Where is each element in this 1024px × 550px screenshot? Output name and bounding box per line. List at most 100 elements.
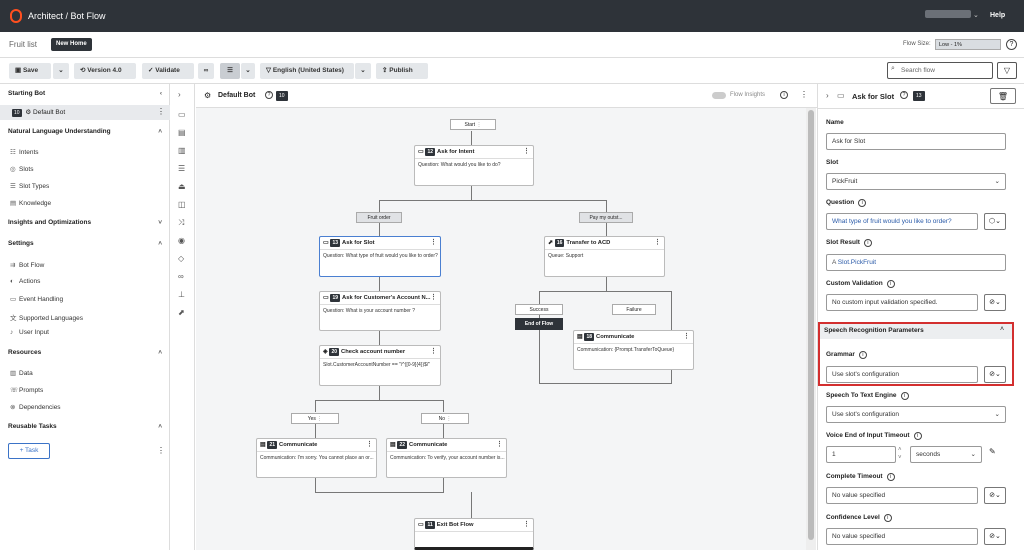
info-icon[interactable]: i [900, 392, 909, 400]
event-icon[interactable]: ⏏ [178, 182, 186, 191]
more-options-icon[interactable]: ⋮ [800, 90, 808, 99]
binoculars-icon[interactable]: ◫ [178, 200, 186, 209]
filter-icon[interactable]: ▽ [997, 62, 1017, 79]
collapse-left-icon[interactable]: ‹ [159, 90, 162, 97]
success-path[interactable]: Success [515, 304, 563, 315]
shuffle-icon[interactable]: ⤨ [178, 218, 185, 227]
sidebar-item-event-handling[interactable]: ▭Event Handling [10, 296, 64, 303]
flow-insights-toggle[interactable] [712, 92, 726, 99]
sidebar-item-data[interactable]: ▥Data [10, 370, 33, 377]
speech-params-header[interactable] [818, 322, 1014, 339]
cube-menu-icon[interactable]: ⬡⌄ [984, 213, 1006, 230]
info-icon[interactable]: i [886, 473, 895, 481]
decision-icon[interactable]: ◇ [178, 254, 185, 263]
more-options-icon[interactable]: ⋮ [157, 107, 165, 116]
confidence-field[interactable]: No value specified [826, 528, 978, 545]
language-button[interactable]: ▽ English (United States) [260, 63, 354, 79]
sidebar-item-actions[interactable]: ◐Actions [10, 278, 41, 285]
search-input[interactable]: Search flow [887, 62, 993, 79]
more-options-icon[interactable]: ⋮ [430, 294, 437, 301]
link-icon[interactable]: ∞ [198, 63, 214, 79]
question-field[interactable]: What type of fruit would you like to ord… [826, 213, 978, 230]
settings-section[interactable]: Settings˄ [8, 240, 162, 247]
hierarchy-icon[interactable]: ⊥ [178, 290, 185, 299]
no-value-menu-icon[interactable]: ⊘⌄ [984, 366, 1006, 383]
stt-select[interactable]: Use slot's configuration⌄ [826, 406, 1006, 423]
data-icon[interactable]: ▥ [178, 146, 186, 155]
chevron-up-icon[interactable]: ˄ [158, 349, 162, 356]
sidebar-item-slots[interactable]: ◎Slots [10, 166, 34, 173]
reusable-tasks-section[interactable]: Reusable Tasks˄ [8, 423, 162, 430]
canvas-scrollbar[interactable] [806, 108, 816, 550]
communicate-icon[interactable]: ▤ [178, 128, 186, 137]
info-icon[interactable]: i [863, 239, 872, 247]
delete-icon[interactable]: 🗑 [990, 88, 1016, 104]
resources-section[interactable]: Resources˄ [8, 349, 162, 356]
starting-bot-section[interactable]: Starting Bot‹ [8, 90, 162, 97]
ask-icon[interactable]: ▭ [178, 110, 186, 119]
info-icon[interactable]: i [776, 91, 788, 99]
yes-path[interactable]: Yes ⋮ [291, 413, 339, 424]
help-menu[interactable]: Help [990, 12, 1006, 19]
start-node[interactable]: Start ⋮ [450, 119, 496, 130]
default-bot-item[interactable]: 10 ⚙ Default Bot [12, 109, 66, 117]
pencil-icon[interactable]: ✎ [989, 447, 996, 456]
more-options-icon[interactable]: ⋮ [683, 333, 690, 340]
name-field[interactable]: Ask for Slot [826, 133, 1006, 150]
user-menu[interactable] [925, 10, 971, 18]
sidebar-item-slot-types[interactable]: ☰Slot Types [10, 183, 50, 190]
slot-icon[interactable]: ☰ [178, 164, 186, 173]
save-menu-chevron-icon[interactable]: ⌄ [53, 63, 69, 79]
expand-icon[interactable]: › [178, 90, 181, 99]
help-icon[interactable]: ? [1006, 39, 1017, 50]
more-options-icon[interactable]: ⋮ [496, 441, 503, 448]
failure-path[interactable]: Failure [612, 304, 656, 315]
voice-timeout-input[interactable]: 1 [826, 446, 896, 463]
add-task-button[interactable]: + Task [8, 443, 50, 459]
more-options-icon[interactable]: ⋮ [366, 441, 373, 448]
list-view-chevron-icon[interactable]: ⌄ [241, 63, 255, 79]
list-view-icon[interactable]: ☰ [220, 63, 240, 79]
grammar-field[interactable]: Use slot's configuration [826, 366, 978, 383]
external-link-icon[interactable]: ⬈ [178, 308, 185, 317]
voice-timeout-unit[interactable]: seconds⌄ [910, 446, 982, 463]
collapse-right-icon[interactable]: › [826, 91, 829, 100]
default-bot-row[interactable] [0, 105, 170, 120]
sidebar-item-knowledge[interactable]: ▤Knowledge [10, 200, 52, 207]
publish-button[interactable]: ⇪ Publish [376, 63, 428, 79]
more-options-icon[interactable]: ⋮ [430, 239, 437, 246]
more-options-icon[interactable]: ⋮ [523, 521, 530, 528]
info-icon[interactable]: i [858, 199, 867, 207]
info-icon[interactable]: i [883, 514, 892, 522]
chevron-up-icon[interactable]: ˄ [158, 240, 162, 247]
pay-path[interactable]: Pay my outst... [579, 212, 633, 223]
help-icon[interactable]: ? [261, 91, 273, 99]
no-value-menu-icon[interactable]: ⊘⌄ [984, 294, 1006, 311]
sidebar-item-bot-flow[interactable]: ⇉Bot Flow [10, 262, 45, 269]
sidebar-item-intents[interactable]: ☷Intents [10, 149, 39, 156]
insights-section[interactable]: Insights and Optimizations˅ [8, 219, 162, 226]
breadcrumb[interactable]: Architect / Bot Flow [28, 11, 106, 21]
info-icon[interactable]: i [886, 280, 895, 288]
sidebar-item-user-input[interactable]: ♪User Input [10, 329, 49, 336]
info-icon[interactable]: i [858, 351, 867, 359]
version-button[interactable]: ⟲ Version 4.0 [74, 63, 136, 79]
chevron-up-icon[interactable]: ˄ [1000, 326, 1005, 333]
no-value-menu-icon[interactable]: ⊘⌄ [984, 487, 1006, 504]
scroll-thumb[interactable] [808, 110, 814, 540]
save-button[interactable]: ▣ Save [9, 63, 51, 79]
chevron-up-icon[interactable]: ˄ [158, 423, 162, 430]
no-value-menu-icon[interactable]: ⊘⌄ [984, 528, 1006, 545]
more-options-icon[interactable]: ⋮ [157, 446, 165, 455]
end-of-flow-node[interactable]: End of Flow [515, 318, 563, 330]
nlu-section[interactable]: Natural Language Understanding˄ [8, 128, 162, 135]
more-options-icon[interactable]: ⋮ [654, 239, 661, 246]
